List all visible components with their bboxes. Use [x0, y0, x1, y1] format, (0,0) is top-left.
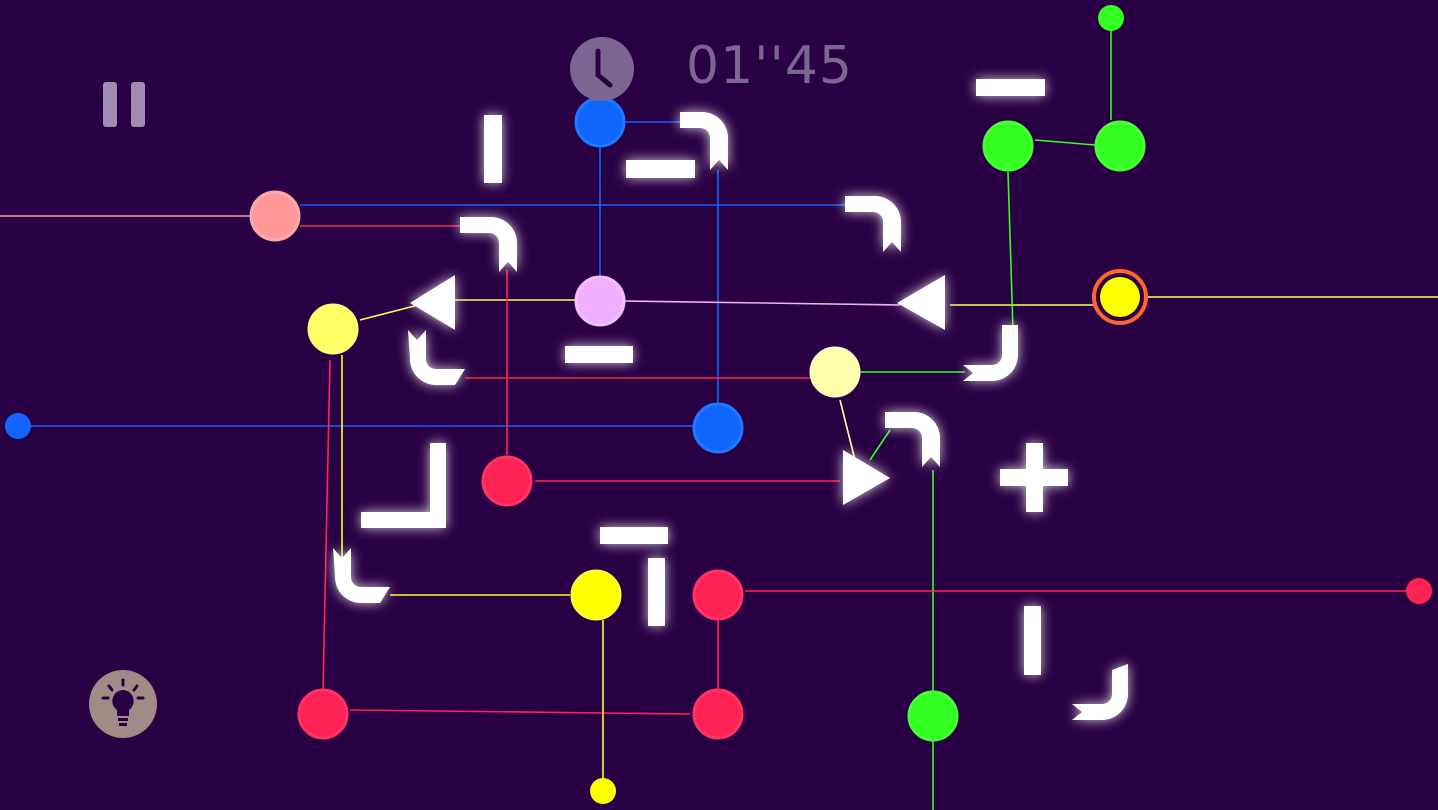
- curve-arrow-piece[interactable]: [963, 325, 1018, 381]
- nodes: [5, 5, 1432, 804]
- node-green[interactable]: [1094, 120, 1146, 172]
- pause-icon: [103, 82, 117, 127]
- node-yellow[interactable]: [570, 569, 622, 621]
- arrow-left-piece[interactable]: [410, 275, 455, 330]
- hint-button[interactable]: [89, 670, 157, 738]
- clock-icon: [570, 37, 634, 101]
- pause-button[interactable]: [100, 82, 150, 130]
- node-blue[interactable]: [692, 402, 744, 454]
- curve-arrow-piece[interactable]: [680, 112, 728, 170]
- node-green[interactable]: [907, 690, 959, 742]
- straight-piece[interactable]: [648, 558, 665, 626]
- straight-piece[interactable]: [484, 115, 502, 183]
- straight-piece[interactable]: [600, 527, 668, 544]
- arrow-right-piece[interactable]: [843, 450, 890, 505]
- pieces: [333, 79, 1128, 720]
- curve-arrow-piece[interactable]: [845, 196, 901, 252]
- endpoint-blue: [5, 413, 31, 439]
- node-blue[interactable]: [574, 96, 626, 148]
- straight-piece[interactable]: [626, 160, 695, 178]
- timer-text: 01''45: [686, 36, 853, 96]
- node-lavender[interactable]: [574, 275, 626, 327]
- endpoint-yellow: [590, 778, 616, 804]
- lightbulb-icon: [101, 678, 145, 726]
- node-red[interactable]: [481, 455, 533, 507]
- curve-arrow-piece[interactable]: [460, 217, 517, 272]
- curve-arrow-piece[interactable]: [1072, 664, 1128, 720]
- node-red[interactable]: [297, 688, 349, 740]
- curve-arrow-piece[interactable]: [333, 548, 390, 603]
- node-red[interactable]: [692, 688, 744, 740]
- straight-piece[interactable]: [565, 346, 633, 363]
- plus-piece[interactable]: [1000, 443, 1068, 512]
- node-red[interactable]: [692, 569, 744, 621]
- node-salmon[interactable]: [249, 190, 301, 242]
- node-rainbow[interactable]: [1100, 277, 1140, 317]
- straight-piece[interactable]: [976, 79, 1045, 96]
- endpoint-green: [1098, 5, 1124, 31]
- node-rainbow-ring: [1092, 269, 1148, 325]
- l-corner-piece[interactable]: [361, 443, 446, 528]
- wires: [0, 18, 1438, 810]
- endpoint-red: [1406, 578, 1432, 604]
- node-pale-yellow[interactable]: [809, 346, 861, 398]
- pause-icon-bar: [131, 82, 145, 127]
- node-green[interactable]: [982, 120, 1034, 172]
- curve-arrow-piece[interactable]: [408, 330, 465, 385]
- arrow-left-piece[interactable]: [897, 275, 945, 330]
- straight-piece[interactable]: [1024, 606, 1041, 675]
- node-yellow[interactable]: [307, 303, 359, 355]
- curve-arrow-piece[interactable]: [885, 412, 940, 467]
